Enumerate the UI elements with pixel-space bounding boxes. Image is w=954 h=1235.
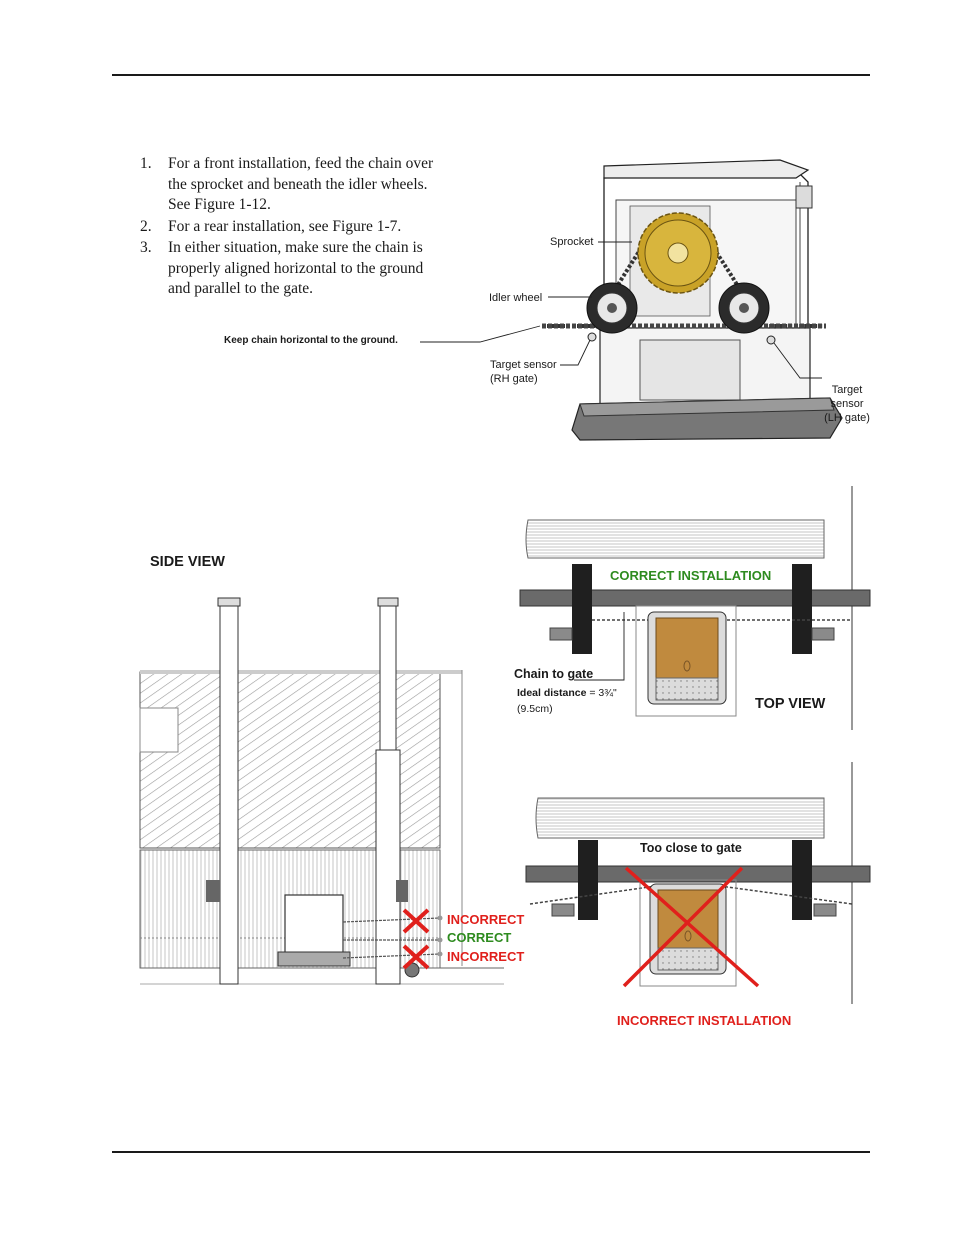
ideal-distance-label: Ideal distance = 3¾" bbox=[517, 687, 617, 699]
ideal-distance-term: Ideal distance bbox=[517, 687, 587, 699]
target-sensor-lh-label: Target sensor (LH gate) bbox=[824, 383, 870, 425]
chain-to-gate-label: Chain to gate bbox=[514, 667, 594, 681]
top-view-incorrect-diagram bbox=[525, 762, 871, 1004]
target-sensor-rh-label: Target sensor (RH gate) bbox=[490, 358, 557, 386]
status-incorrect-upper: INCORRECT bbox=[447, 912, 525, 927]
correct-installation-caption: CORRECT INSTALLATION bbox=[610, 568, 772, 583]
operator-front-diagram bbox=[420, 159, 843, 441]
target-sensor-lh-line1: Target bbox=[831, 384, 863, 396]
side-view-heading: SIDE VIEW bbox=[150, 554, 225, 570]
too-close-label: Too close to gate bbox=[640, 841, 742, 855]
step-3: 3. In either situation, make sure the cha… bbox=[140, 238, 440, 300]
step-number: 3. bbox=[140, 239, 152, 256]
sprocket-label: Sprocket bbox=[550, 236, 594, 248]
ideal-distance-value: = 3¾" bbox=[586, 687, 617, 699]
status-incorrect-lower: INCORRECT bbox=[447, 949, 525, 964]
side-view-diagram bbox=[139, 597, 504, 985]
instruction-steps: 1. For a front installation, feed the cha… bbox=[140, 154, 440, 301]
step-text: In either situation, make sure the chain… bbox=[168, 239, 424, 297]
step-2: 2. For a rear installation, see Figure 1-… bbox=[140, 217, 440, 238]
step-number: 2. bbox=[140, 217, 152, 235]
target-sensor-rh-line2: (RH gate) bbox=[490, 373, 538, 385]
incorrect-installation-caption: INCORRECT INSTALLATION bbox=[617, 1013, 792, 1028]
keep-chain-callout: Keep chain horizontal to the ground. bbox=[224, 335, 398, 346]
ideal-distance-metric: (9.5cm) bbox=[517, 703, 553, 715]
incorrect-mark-icon bbox=[402, 944, 430, 970]
step-text: For a front installation, feed the chain… bbox=[168, 155, 434, 213]
step-text: For a rear installation, see Figure 1-7. bbox=[168, 217, 402, 235]
incorrect-mark-icon bbox=[402, 908, 430, 934]
incorrect-mark-icon bbox=[622, 866, 760, 988]
step-1: 1. For a front installation, feed the cha… bbox=[140, 154, 440, 216]
top-view-heading: TOP VIEW bbox=[755, 696, 826, 712]
top-view-correct-diagram bbox=[519, 486, 871, 730]
status-correct: CORRECT bbox=[447, 930, 512, 945]
footer-rule bbox=[112, 1151, 870, 1153]
header-rule bbox=[112, 74, 870, 76]
step-number: 1. bbox=[140, 155, 152, 172]
idler-wheel-label: Idler wheel bbox=[489, 292, 543, 304]
target-sensor-rh-line1: Target sensor bbox=[490, 359, 557, 371]
target-sensor-lh-line2: sensor bbox=[830, 398, 864, 410]
target-sensor-lh-line3: (LH gate) bbox=[824, 412, 870, 424]
